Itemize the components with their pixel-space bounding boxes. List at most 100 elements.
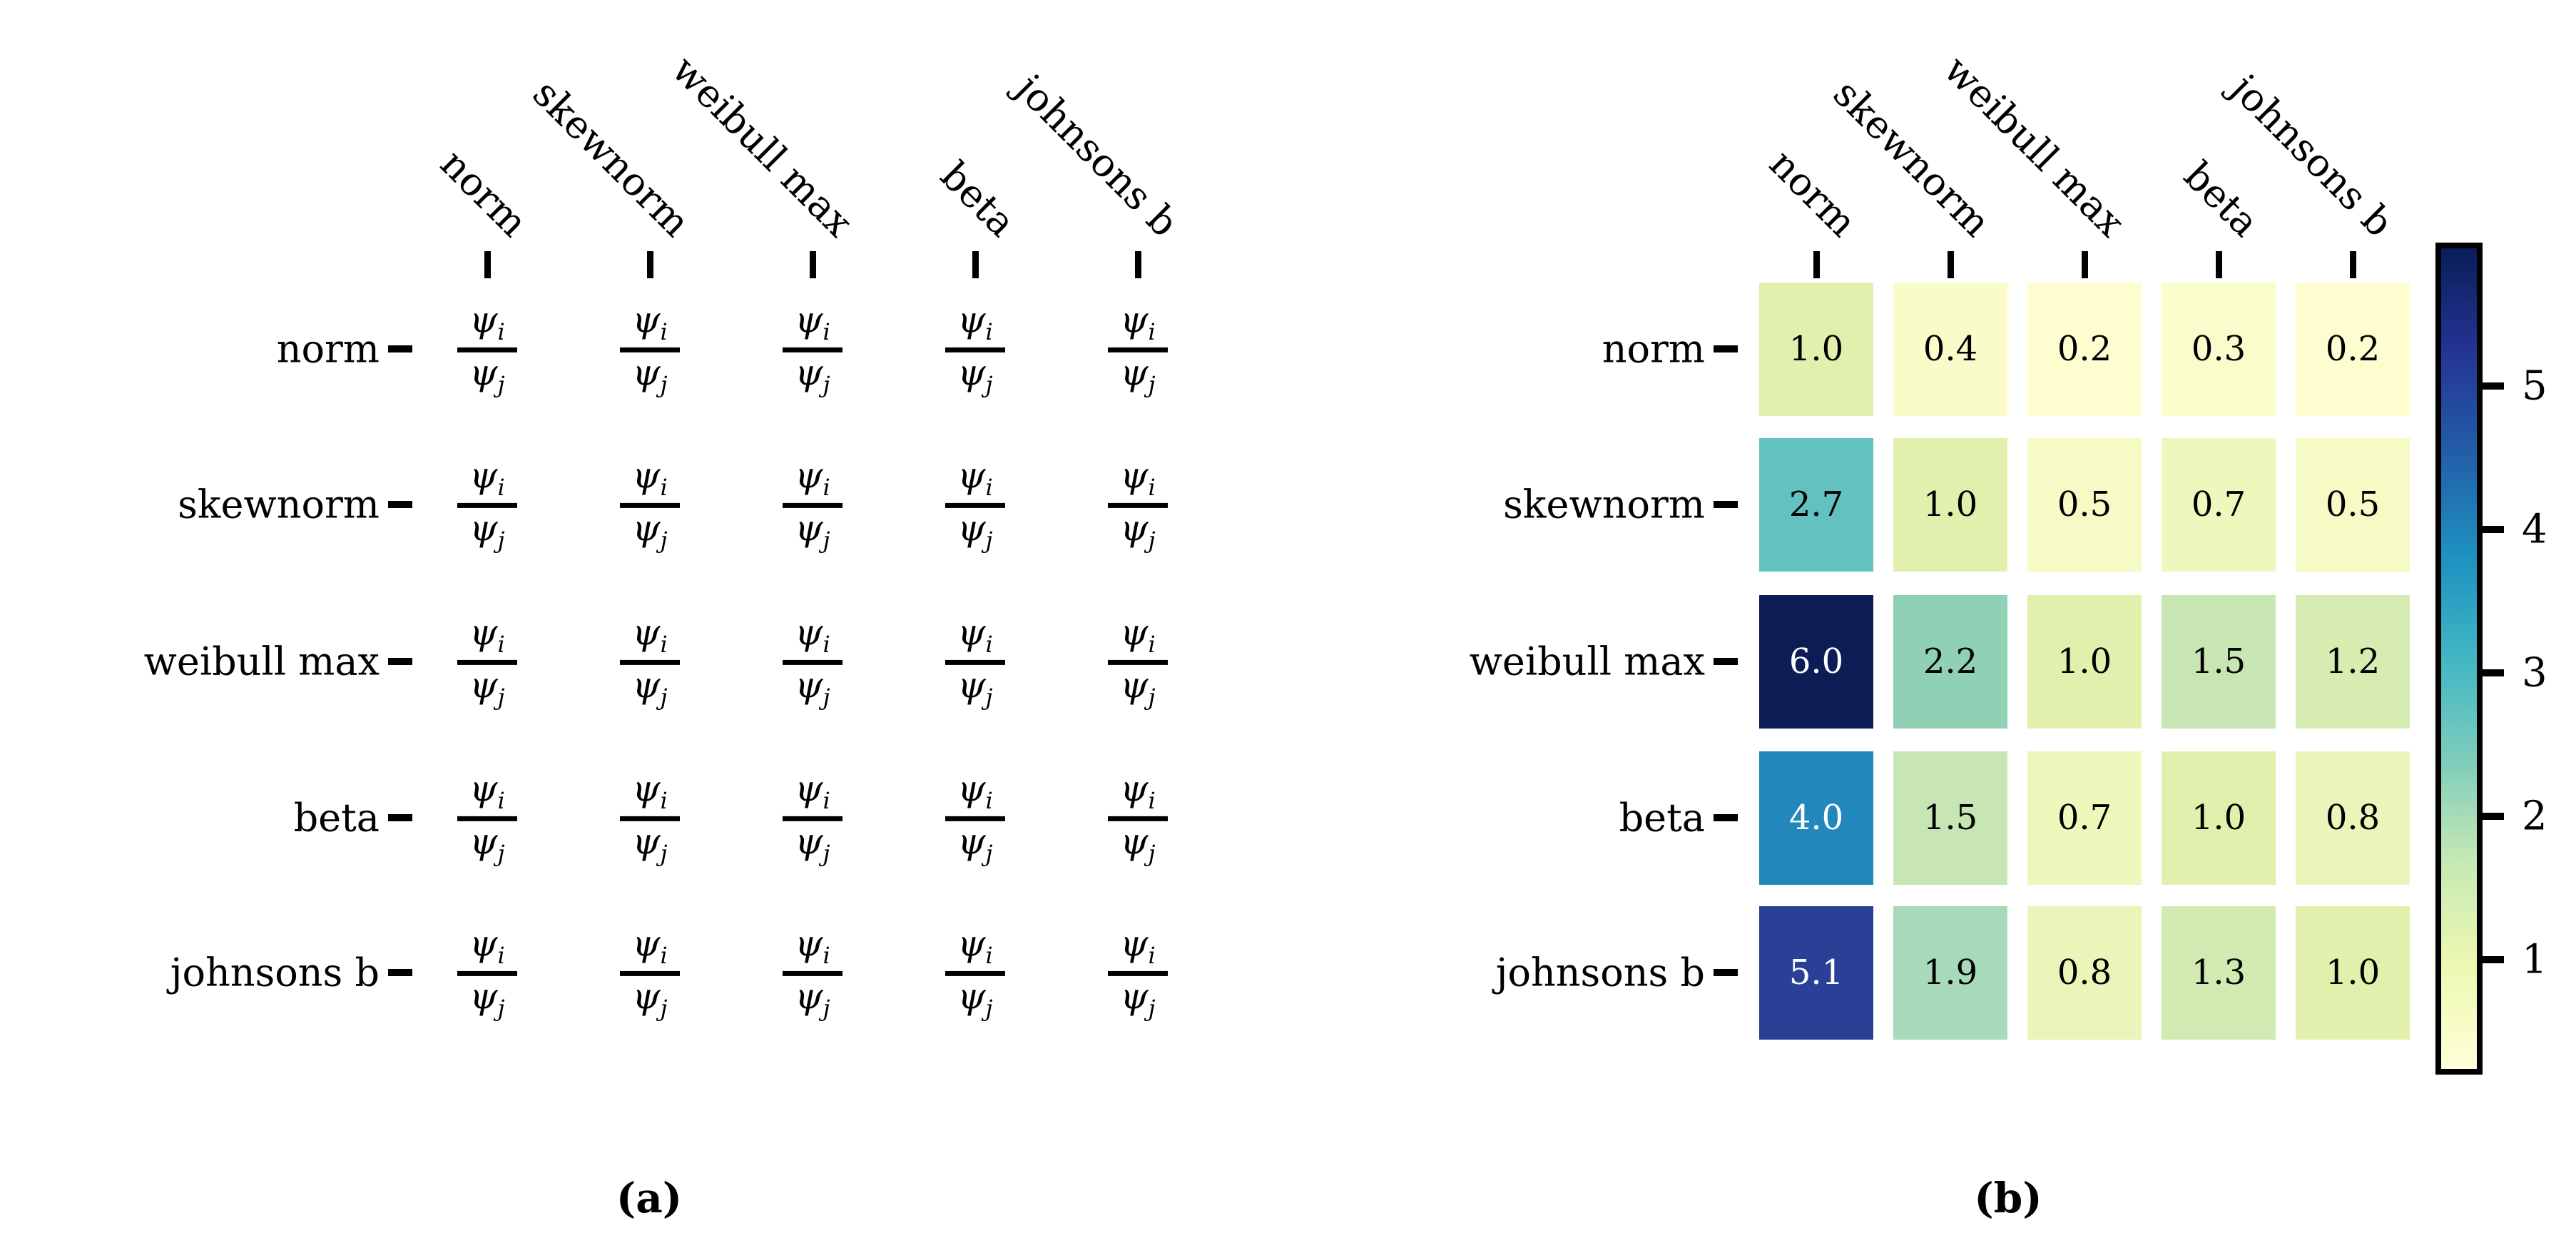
fraction-numerator: ψi (957, 767, 993, 814)
colorbar-tick (2483, 813, 2504, 821)
fraction-bar (1108, 816, 1168, 821)
fraction-denominator: ψj (957, 664, 993, 711)
heatmap-cell: 1.0 (1893, 437, 2007, 572)
fraction-denominator: ψj (469, 507, 505, 554)
fraction-bar (457, 816, 517, 821)
fraction-denominator: ψj (957, 507, 993, 554)
fraction-cell: ψi ψj (606, 925, 694, 1020)
fraction-bar (457, 347, 517, 352)
fraction-numerator: ψi (632, 922, 668, 969)
fraction-numerator: ψi (469, 298, 505, 345)
heatmap-cell: 1.0 (2162, 751, 2276, 885)
fraction-denominator: ψj (1120, 351, 1156, 398)
fraction-bar (620, 816, 680, 821)
fraction-denominator: ψj (632, 975, 668, 1022)
fraction-numerator: ψi (632, 611, 668, 658)
fraction-bar (945, 970, 1005, 976)
row-label: weibull max (143, 639, 380, 684)
caption-a: (a) (616, 1174, 683, 1222)
fraction-cell: ψi ψj (443, 614, 531, 709)
row-tick (1714, 345, 1738, 352)
heatmap-cell: 1.0 (2027, 594, 2142, 729)
row-tick (388, 658, 412, 665)
heatmap-cell: 2.7 (1759, 437, 1873, 572)
fraction-bar (457, 659, 517, 665)
fraction-numerator: ψi (795, 454, 830, 501)
fraction-cell: ψi ψj (931, 770, 1019, 866)
column-tick (1948, 251, 1954, 278)
fraction-denominator: ψj (795, 664, 830, 711)
fraction-denominator: ψj (632, 351, 668, 398)
fraction-cell: ψi ψj (443, 457, 531, 552)
fraction-cell: ψi ψj (768, 457, 857, 552)
heatmap-cell: 1.3 (2162, 905, 2276, 1040)
fraction-denominator: ψj (957, 820, 993, 867)
colorbar-tick-label: 2 (2522, 793, 2547, 840)
fraction-denominator: ψj (795, 507, 830, 554)
fraction-denominator: ψj (632, 820, 668, 867)
colorbar-tick (2483, 669, 2504, 677)
fraction-denominator: ψj (632, 507, 668, 554)
heatmap-cell: 1.2 (2296, 594, 2410, 729)
fraction-numerator: ψi (632, 767, 668, 814)
fraction-numerator: ψi (469, 611, 505, 658)
colorbar-tick-label: 1 (2522, 936, 2547, 983)
fraction-bar (620, 659, 680, 665)
colorbar-tick-label: 4 (2522, 506, 2547, 553)
caption-b: (b) (1974, 1174, 2042, 1222)
fraction-numerator: ψi (1120, 611, 1156, 658)
heatmap-cell: 0.5 (2296, 437, 2410, 572)
column-tick (1813, 251, 1820, 278)
fraction-bar (783, 347, 842, 352)
fraction-bar (945, 816, 1005, 821)
row-label: weibull max (1469, 639, 1705, 684)
fraction-denominator: ψj (1120, 820, 1156, 867)
fraction-denominator: ψj (469, 820, 505, 867)
fraction-denominator: ψj (469, 975, 505, 1022)
row-tick (1714, 969, 1738, 976)
fraction-denominator: ψj (632, 664, 668, 711)
colorbar-tick-label: 5 (2522, 362, 2547, 410)
heatmap-cell: 1.0 (2296, 905, 2410, 1040)
fraction-denominator: ψj (469, 351, 505, 398)
fraction-bar (783, 502, 842, 508)
column-tick (484, 251, 491, 278)
column-tick (1135, 251, 1141, 278)
row-label: norm (276, 326, 380, 372)
row-label: skewnorm (178, 482, 380, 527)
heatmap-cell: 1.5 (1893, 751, 2007, 885)
fraction-bar (945, 659, 1005, 665)
heatmap-cell: 0.2 (2296, 282, 2410, 416)
fraction-denominator: ψj (1120, 975, 1156, 1022)
fraction-denominator: ψj (957, 975, 993, 1022)
fraction-cell: ψi ψj (443, 301, 531, 397)
fraction-cell: ψi ψj (606, 770, 694, 866)
heatmap-cell: 0.2 (2027, 282, 2142, 416)
fraction-numerator: ψi (957, 611, 993, 658)
heatmap-cell: 5.1 (1759, 905, 1873, 1040)
fraction-bar (620, 347, 680, 352)
fraction-numerator: ψi (469, 454, 505, 501)
heatmap-cell: 1.5 (2162, 594, 2276, 729)
column-tick (647, 251, 653, 278)
row-tick (388, 345, 412, 352)
fraction-denominator: ψj (795, 975, 830, 1022)
fraction-denominator: ψj (469, 664, 505, 711)
fraction-bar (620, 970, 680, 976)
fraction-bar (1108, 970, 1168, 976)
fraction-numerator: ψi (469, 767, 505, 814)
fraction-denominator: ψj (795, 820, 830, 867)
row-label: norm (1602, 326, 1705, 372)
heatmap-cell: 2.2 (1893, 594, 2007, 729)
row-label: beta (293, 795, 380, 841)
row-label: skewnorm (1503, 482, 1705, 527)
heatmap-cell: 1.9 (1893, 905, 2007, 1040)
fraction-bar (1108, 502, 1168, 508)
